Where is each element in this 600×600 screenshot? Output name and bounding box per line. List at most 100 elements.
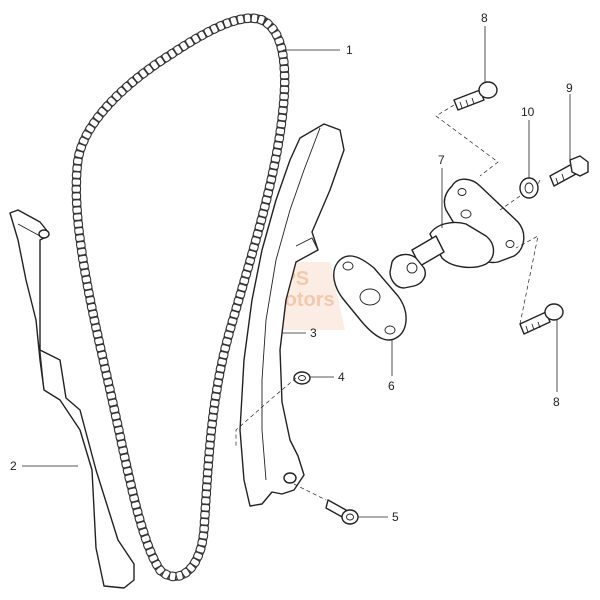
chain-link xyxy=(80,268,90,277)
chain-link xyxy=(97,350,108,359)
chain-link xyxy=(198,531,209,540)
callout-8-bottom: 8 xyxy=(553,395,560,409)
timing-chain-links xyxy=(71,13,290,582)
chain-link xyxy=(161,52,171,63)
chain-link xyxy=(259,202,270,211)
callout-5: 5 xyxy=(392,510,399,524)
chain-link xyxy=(98,357,109,366)
assembly-line-bolt-8-bottom xyxy=(515,235,539,325)
chain-link xyxy=(254,222,265,232)
hex-bolt xyxy=(549,155,589,187)
callout-4: 4 xyxy=(338,370,345,384)
chain-guide-fixed-pin xyxy=(38,229,50,239)
washer-small-outer xyxy=(293,371,311,385)
chain-tensioner-guide xyxy=(239,123,345,507)
chain-link xyxy=(247,249,257,259)
chain-link xyxy=(138,527,149,537)
chain-link xyxy=(71,171,82,179)
chain-link xyxy=(206,427,217,435)
chain-link xyxy=(264,182,275,191)
chain-link xyxy=(107,398,118,407)
chain-link xyxy=(200,503,211,512)
chain-link xyxy=(130,500,141,510)
callout-8-top: 8 xyxy=(481,11,488,25)
chain-link xyxy=(145,547,156,557)
chain-link xyxy=(201,489,212,498)
chain-link xyxy=(256,14,266,25)
chain-link xyxy=(278,106,288,115)
chain-link xyxy=(236,14,245,25)
chain-link xyxy=(229,310,240,319)
tensioner-gasket-hole-top xyxy=(342,261,354,271)
chain-link xyxy=(204,448,215,456)
chain-link xyxy=(78,136,89,146)
chain-link xyxy=(89,316,100,325)
flange-bolt-top-thread xyxy=(459,97,475,109)
chain-link xyxy=(75,240,86,249)
chain-link xyxy=(89,118,99,128)
chain-link xyxy=(111,91,122,102)
washer-small xyxy=(293,371,311,385)
chain-link xyxy=(121,460,132,469)
chain-link xyxy=(266,175,277,184)
chain-link xyxy=(71,185,82,193)
chain-link xyxy=(250,13,259,24)
callout-leaders xyxy=(22,26,571,518)
chain-link xyxy=(155,565,166,576)
chain-link xyxy=(86,302,97,312)
chain-link xyxy=(200,496,211,505)
chain-link xyxy=(149,60,160,71)
chain-link xyxy=(134,514,145,523)
chain-link xyxy=(127,487,138,496)
chain-link xyxy=(218,350,229,360)
assembly-line-bolt-9 xyxy=(499,179,541,211)
chain-link xyxy=(85,295,96,305)
chain-link xyxy=(118,446,129,455)
chain-link xyxy=(275,127,286,136)
chain-link xyxy=(76,247,87,256)
chain-link xyxy=(191,33,201,44)
chain-link xyxy=(77,254,88,263)
chain-link xyxy=(95,343,106,353)
chain-tensioner-flange-hole-top xyxy=(457,188,467,196)
assembly-line-washer-4 xyxy=(235,377,297,448)
chain-link xyxy=(168,571,177,582)
chain-link xyxy=(195,545,206,554)
chain-link xyxy=(279,64,290,73)
chain-link xyxy=(278,99,289,108)
chain-tensioner-guide-rail xyxy=(261,127,321,481)
chain-link xyxy=(71,199,82,207)
chain-link xyxy=(197,538,208,547)
callout-10: 10 xyxy=(521,105,535,119)
chain-link xyxy=(116,86,127,97)
assembly-line-bolt-5 xyxy=(293,483,327,501)
chain-link xyxy=(271,30,282,40)
chain-link xyxy=(250,236,261,245)
chain-tensioner-guide-pad xyxy=(295,237,319,251)
chain-link xyxy=(197,30,207,41)
chain-link xyxy=(186,563,196,573)
chain-link xyxy=(229,16,239,27)
tensioner-gasket xyxy=(333,255,407,341)
chain-link xyxy=(167,48,177,59)
chain-link xyxy=(101,371,112,380)
chain-link xyxy=(274,134,285,143)
chain-link xyxy=(279,71,290,80)
chain-tensioner-plunger-tip xyxy=(406,262,418,274)
flange-bolt-bottom-shank xyxy=(519,311,551,335)
chain-link xyxy=(190,557,200,567)
sealing-washer xyxy=(519,177,539,199)
chain-link xyxy=(278,57,289,66)
chain-link xyxy=(151,559,162,569)
chain-tensioner-barrel xyxy=(429,221,495,269)
chain-link xyxy=(97,106,108,117)
chain-link xyxy=(239,276,250,286)
chain-link xyxy=(129,494,140,503)
chain-link xyxy=(252,229,263,239)
chain-link xyxy=(241,269,252,279)
chain-link xyxy=(202,476,213,484)
pivot-bolt xyxy=(325,499,359,525)
chain-tensioner-flange xyxy=(443,178,525,264)
callout-labels: 1 2 3 4 5 6 7 8 8 9 10 xyxy=(10,11,573,524)
chain-link xyxy=(148,553,159,563)
